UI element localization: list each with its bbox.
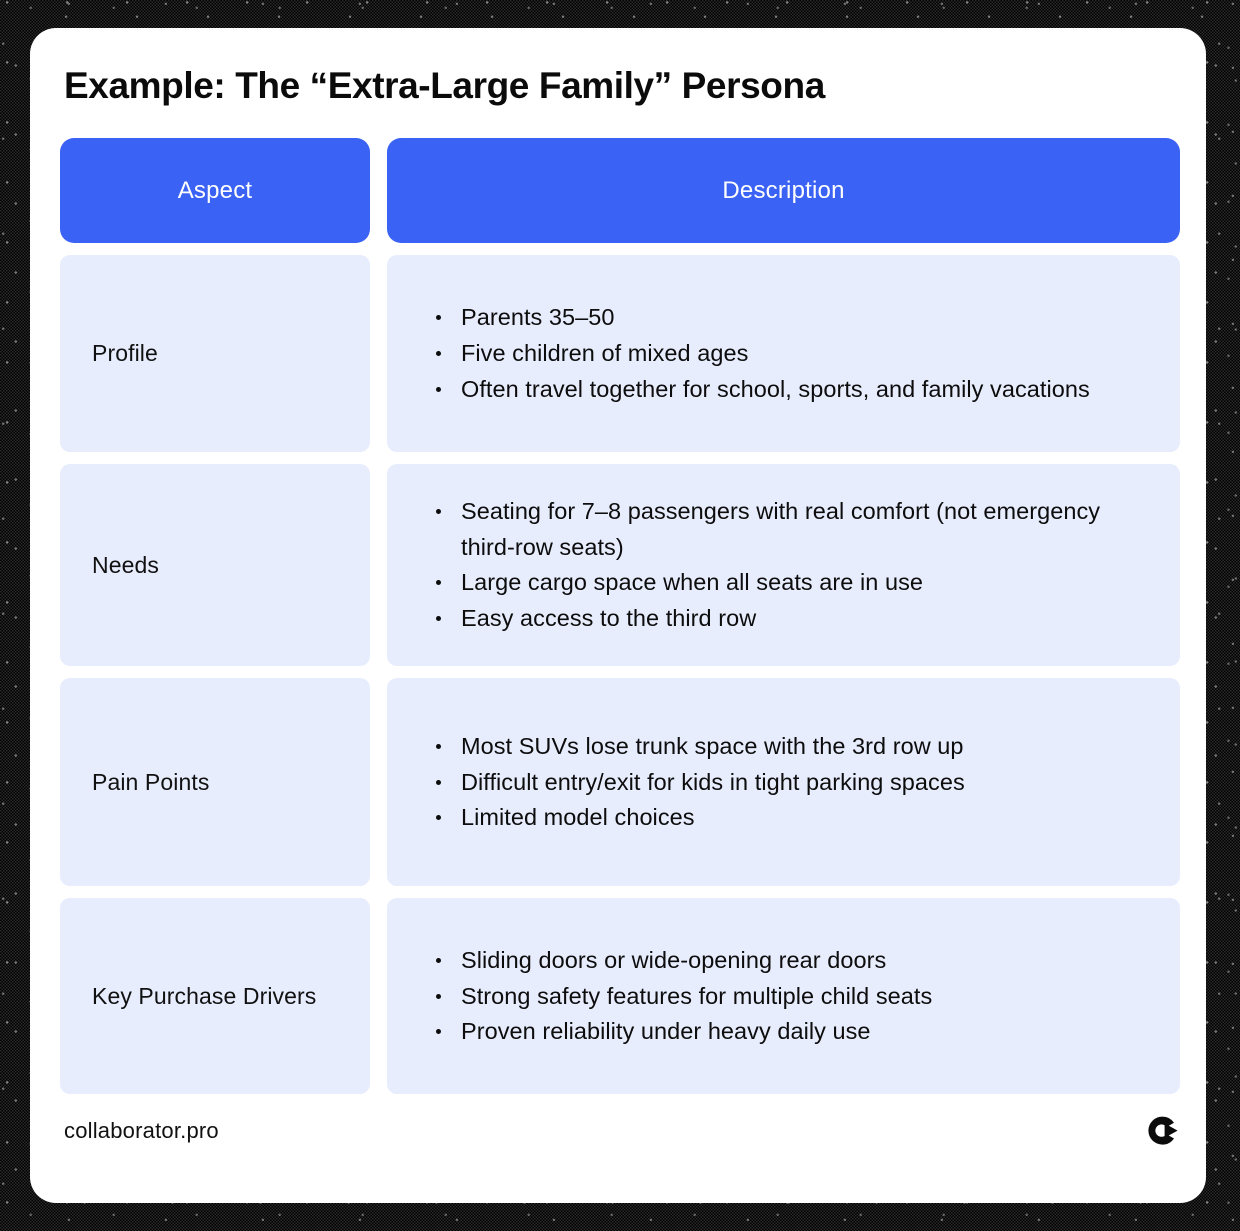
bullet-list: Most SUVs lose trunk space with the 3rd … bbox=[431, 729, 1146, 836]
bullet-list: Seating for 7–8 passengers with real com… bbox=[431, 494, 1146, 637]
list-item: Sliding doors or wide-opening rear doors bbox=[431, 943, 1146, 979]
persona-table: Aspect Description Profile Parents 35–50… bbox=[60, 138, 1180, 1095]
column-header-description: Description bbox=[387, 138, 1180, 244]
table-header-row: Aspect Description bbox=[60, 138, 1180, 244]
page-title: Example: The “Extra-Large Family” Person… bbox=[64, 65, 825, 106]
list-item: Often travel together for school, sports… bbox=[431, 372, 1146, 408]
description-cell: Sliding doors or wide-opening rear doors… bbox=[387, 898, 1180, 1095]
aspect-label: Profile bbox=[60, 255, 370, 453]
description-cell: Seating for 7–8 passengers with real com… bbox=[387, 464, 1180, 667]
list-item: Five children of mixed ages bbox=[431, 336, 1146, 372]
list-item: Parents 35–50 bbox=[431, 300, 1146, 336]
table-row: Pain Points Most SUVs lose trunk space w… bbox=[60, 678, 1180, 887]
aspect-label: Key Purchase Drivers bbox=[60, 898, 370, 1095]
description-cell: Parents 35–50 Five children of mixed age… bbox=[387, 255, 1180, 453]
column-header-aspect: Aspect bbox=[60, 138, 370, 244]
list-item: Strong safety features for multiple chil… bbox=[431, 979, 1146, 1015]
bullet-list: Sliding doors or wide-opening rear doors… bbox=[431, 943, 1146, 1050]
bullet-list: Parents 35–50 Five children of mixed age… bbox=[431, 300, 1146, 407]
list-item: Limited model choices bbox=[431, 800, 1146, 836]
list-item: Difficult entry/exit for kids in tight p… bbox=[431, 765, 1146, 801]
list-item: Proven reliability under heavy daily use bbox=[431, 1014, 1146, 1050]
list-item: Easy access to the third row bbox=[431, 601, 1146, 637]
table-row: Key Purchase Drivers Sliding doors or wi… bbox=[60, 898, 1180, 1095]
collaborator-logo-icon bbox=[1146, 1114, 1180, 1148]
list-item: Most SUVs lose trunk space with the 3rd … bbox=[431, 729, 1146, 765]
list-item: Seating for 7–8 passengers with real com… bbox=[431, 494, 1146, 565]
aspect-label: Needs bbox=[60, 464, 370, 667]
table-row: Needs Seating for 7–8 passengers with re… bbox=[60, 464, 1180, 667]
footer-url: collaborator.pro bbox=[64, 1118, 219, 1144]
description-cell: Most SUVs lose trunk space with the 3rd … bbox=[387, 678, 1180, 887]
aspect-label: Pain Points bbox=[60, 678, 370, 887]
list-item: Large cargo space when all seats are in … bbox=[431, 565, 1146, 601]
content-card: Example: The “Extra-Large Family” Person… bbox=[30, 28, 1206, 1203]
footer: collaborator.pro bbox=[60, 1114, 1180, 1148]
table-row: Profile Parents 35–50 Five children of m… bbox=[60, 255, 1180, 453]
